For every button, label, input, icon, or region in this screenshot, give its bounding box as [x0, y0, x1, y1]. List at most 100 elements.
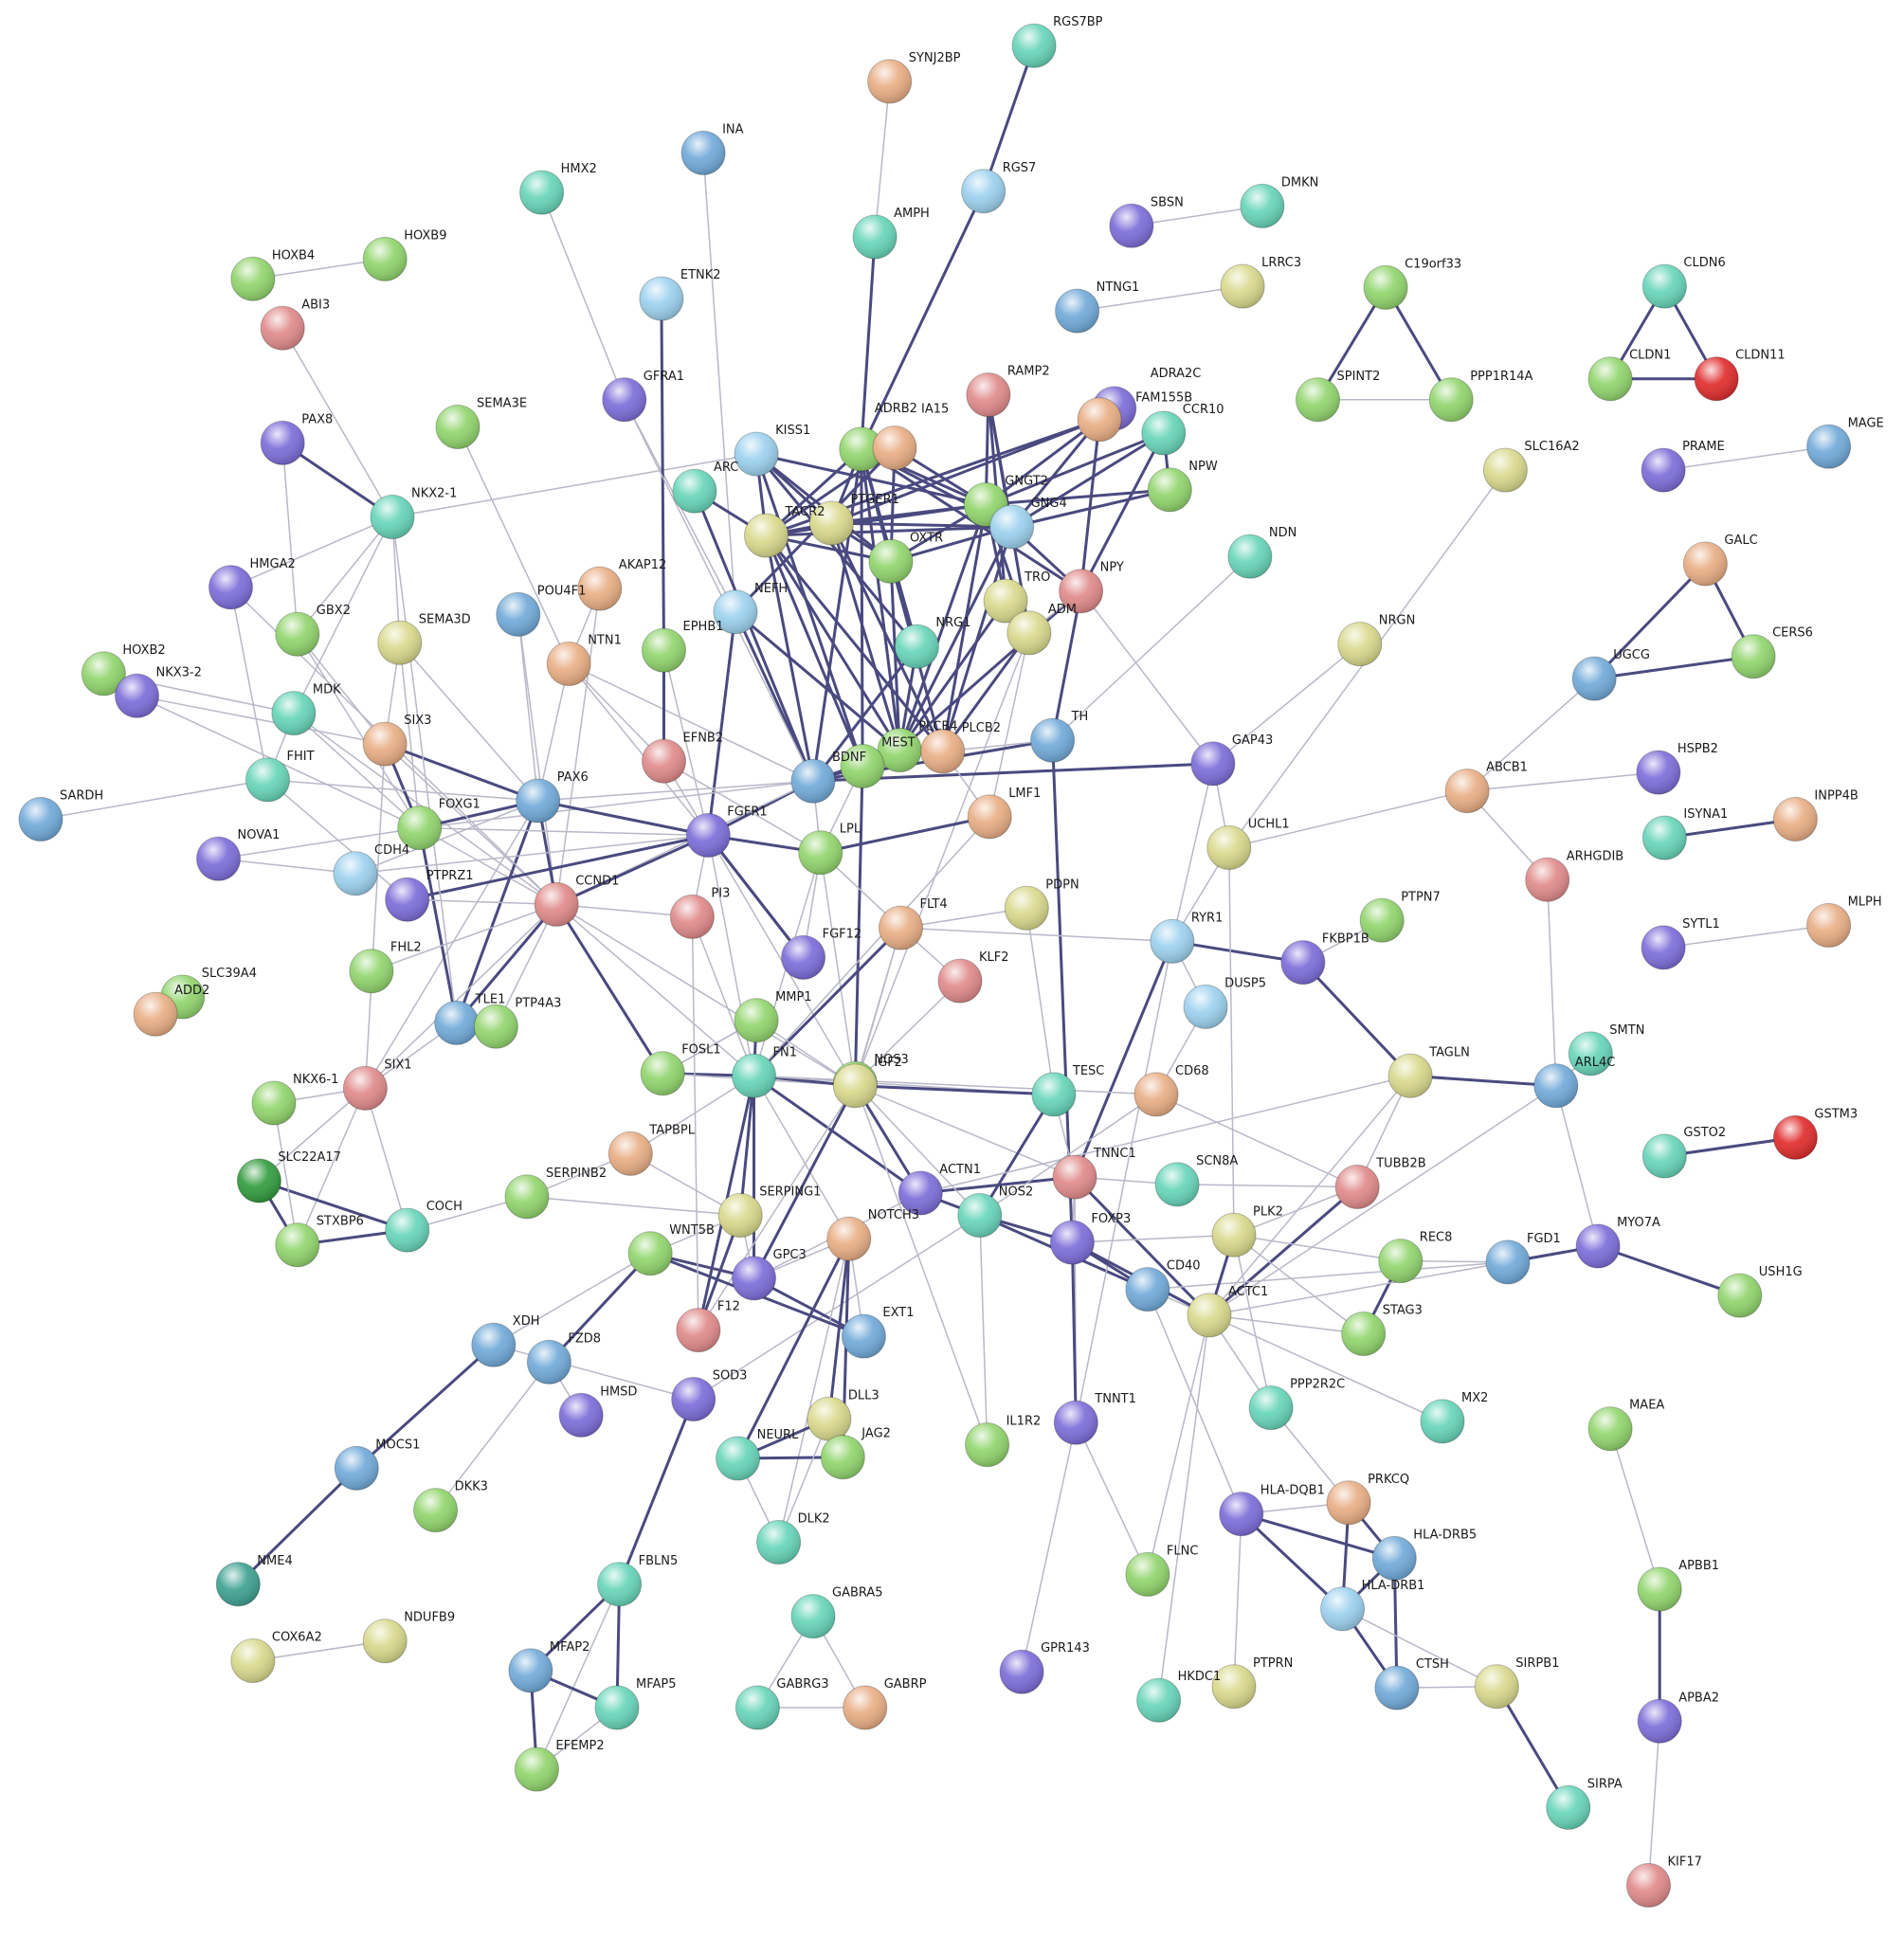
node-cldn11[interactable]: CLDN11: [1694, 349, 1786, 402]
node-fkbp1b[interactable]: FKBP1B: [1280, 932, 1369, 986]
node-tesc[interactable]: TESC: [1031, 1064, 1104, 1117]
node-gabrp[interactable]: GABRP: [843, 1677, 927, 1730]
node-pou4f1[interactable]: POU4F1: [496, 584, 587, 637]
node-cldn6[interactable]: CLDN6: [1641, 256, 1726, 309]
node-amph[interactable]: AMPH: [852, 207, 930, 260]
node-tapbpl[interactable]: TAPBPL: [607, 1123, 696, 1176]
node-fn1[interactable]: FN1: [732, 1045, 797, 1098]
node-dkk3[interactable]: DKK3: [413, 1480, 488, 1533]
node-uchl1[interactable]: UCHL1: [1206, 818, 1290, 870]
node-fgf12[interactable]: FGF12: [781, 927, 862, 980]
node-scn8a[interactable]: SCN8A: [1154, 1154, 1238, 1207]
node-ptpn7[interactable]: PTPN7: [1359, 890, 1441, 943]
node-hla-dqb1[interactable]: HLA-DQB1: [1219, 1484, 1325, 1537]
node-serping1[interactable]: SERPING1: [717, 1185, 821, 1238]
node-ptp4a3[interactable]: PTP4A3: [473, 996, 561, 1049]
node-prkcq[interactable]: PRKCQ: [1326, 1473, 1409, 1526]
node-sema3e[interactable]: SEMA3E: [435, 397, 527, 449]
node-kif17[interactable]: KIF17: [1626, 1855, 1702, 1908]
node-lpl[interactable]: LPL: [798, 823, 861, 876]
node-kiss1[interactable]: KISS1: [734, 424, 810, 477]
node-sema3d[interactable]: SEMA3D: [377, 612, 471, 665]
node-npy[interactable]: NPY: [1059, 561, 1124, 614]
node-mlph[interactable]: MLPH: [1806, 896, 1882, 948]
node-il1r2[interactable]: IL1R2: [965, 1415, 1042, 1468]
node-lrrc3[interactable]: LRRC3: [1220, 256, 1301, 309]
node-mfap2[interactable]: MFAP2: [508, 1640, 590, 1693]
node-hmx2[interactable]: HMX2: [519, 162, 597, 215]
node-jag2[interactable]: JAG2: [820, 1427, 891, 1480]
node-npw[interactable]: NPW: [1147, 460, 1218, 513]
node-stag3[interactable]: STAG3: [1341, 1304, 1423, 1356]
node-gpc3[interactable]: GPC3: [732, 1248, 807, 1301]
node-ctsh[interactable]: CTSH: [1374, 1657, 1449, 1710]
node-gng4[interactable]: GNG4: [989, 497, 1067, 550]
node-nkx6-1[interactable]: NKX6-1: [251, 1073, 338, 1126]
node-hoxb4[interactable]: HOXB4: [230, 248, 315, 301]
node-nova1[interactable]: NOVA1: [196, 828, 281, 881]
node-gpr143[interactable]: GPR143: [999, 1641, 1090, 1694]
node-nkx3-2[interactable]: NKX3-2: [115, 665, 202, 718]
node-add2[interactable]: ADD2: [133, 984, 209, 1037]
node-actc1[interactable]: ACTC1: [1187, 1285, 1268, 1338]
node-gstm3[interactable]: GSTM3: [1772, 1107, 1858, 1160]
node-foxp3[interactable]: FOXP3: [1049, 1212, 1131, 1265]
node-ramp2[interactable]: RAMP2: [966, 365, 1050, 418]
node-gbx2[interactable]: GBX2: [275, 604, 351, 657]
node-gsto2[interactable]: GSTO2: [1641, 1126, 1726, 1179]
node-plcb4[interactable]: PLCB4: [877, 720, 958, 773]
node-fzd8[interactable]: FZD8: [526, 1331, 601, 1384]
node-mx2[interactable]: MX2: [1420, 1391, 1488, 1444]
node-ntn1[interactable]: NTN1: [546, 634, 622, 686]
node-arl4c[interactable]: ARL4C: [1533, 1056, 1616, 1109]
node-arhgdib[interactable]: ARHGDIB: [1525, 849, 1624, 902]
node-actn1[interactable]: ACTN1: [898, 1163, 981, 1216]
node-plk2[interactable]: PLK2: [1211, 1204, 1283, 1257]
node-hoxb2[interactable]: HOXB2: [81, 643, 166, 697]
node-smtn[interactable]: SMTN: [1568, 1023, 1644, 1077]
node-pax8[interactable]: PAX8: [260, 412, 333, 465]
node-spint2[interactable]: SPINT2: [1296, 370, 1381, 423]
node-abcb1[interactable]: ABCB1: [1444, 761, 1528, 814]
node-mfap5[interactable]: MFAP5: [594, 1677, 677, 1730]
node-sirpa[interactable]: SIRPA: [1546, 1777, 1623, 1830]
node-cd40[interactable]: CD40: [1125, 1259, 1201, 1312]
node-pax6[interactable]: PAX6: [516, 770, 589, 823]
node-wnt5b[interactable]: WNT5B: [627, 1223, 715, 1276]
node-nme4[interactable]: NME4: [215, 1554, 293, 1607]
node-tnnc1[interactable]: TNNC1: [1052, 1147, 1136, 1200]
node-dlk2[interactable]: DLK2: [756, 1512, 830, 1565]
node-nrgn[interactable]: NRGN: [1337, 614, 1416, 667]
node-rec8[interactable]: REC8: [1378, 1231, 1453, 1284]
node-fbln5[interactable]: FBLN5: [597, 1554, 679, 1607]
node-sirpb1[interactable]: SIRPB1: [1474, 1656, 1559, 1710]
node-ryr1[interactable]: RYR1: [1150, 911, 1223, 964]
node-galc[interactable]: GALC: [1682, 534, 1758, 587]
node-th[interactable]: TH: [1030, 710, 1089, 763]
node-coch[interactable]: COCH: [385, 1200, 462, 1253]
node-gabrg3[interactable]: GABRG3: [734, 1677, 829, 1730]
node-isyna1[interactable]: ISYNA1: [1641, 807, 1728, 860]
node-apbb1[interactable]: APBB1: [1637, 1559, 1719, 1612]
node-ptprn[interactable]: PTPRN: [1211, 1656, 1293, 1710]
node-prame[interactable]: PRAME: [1641, 440, 1725, 493]
node-cldn1[interactable]: CLDN1: [1587, 349, 1671, 402]
node-hmga2[interactable]: HMGA2: [209, 557, 296, 610]
node-fam155b[interactable]: FAM155B: [1077, 391, 1192, 443]
node-ephb1[interactable]: EPHB1: [642, 620, 724, 673]
node-hla-drb1[interactable]: HLA-DRB1: [1320, 1579, 1425, 1632]
node-tagln[interactable]: TAGLN: [1387, 1045, 1470, 1098]
node-ntng1[interactable]: NTNG1: [1055, 280, 1140, 334]
node-cers6[interactable]: CERS6: [1731, 626, 1813, 679]
node-fgfr1[interactable]: FGFR1: [685, 805, 768, 858]
node-sardh[interactable]: SARDH: [18, 789, 103, 841]
node-ndufb9[interactable]: NDUFB9: [362, 1611, 455, 1664]
node-rgs7[interactable]: RGS7: [961, 161, 1037, 214]
node-sbsn[interactable]: SBSN: [1109, 195, 1184, 248]
node-tacr2[interactable]: TACR2: [744, 505, 825, 558]
node-mocs1[interactable]: MOCS1: [334, 1438, 420, 1491]
node-gabra5[interactable]: GABRA5: [790, 1586, 883, 1639]
node-dusp5[interactable]: DUSP5: [1183, 976, 1266, 1029]
node-oxtr[interactable]: OXTR: [868, 531, 943, 584]
node-lmf1[interactable]: LMF1: [967, 787, 1041, 840]
